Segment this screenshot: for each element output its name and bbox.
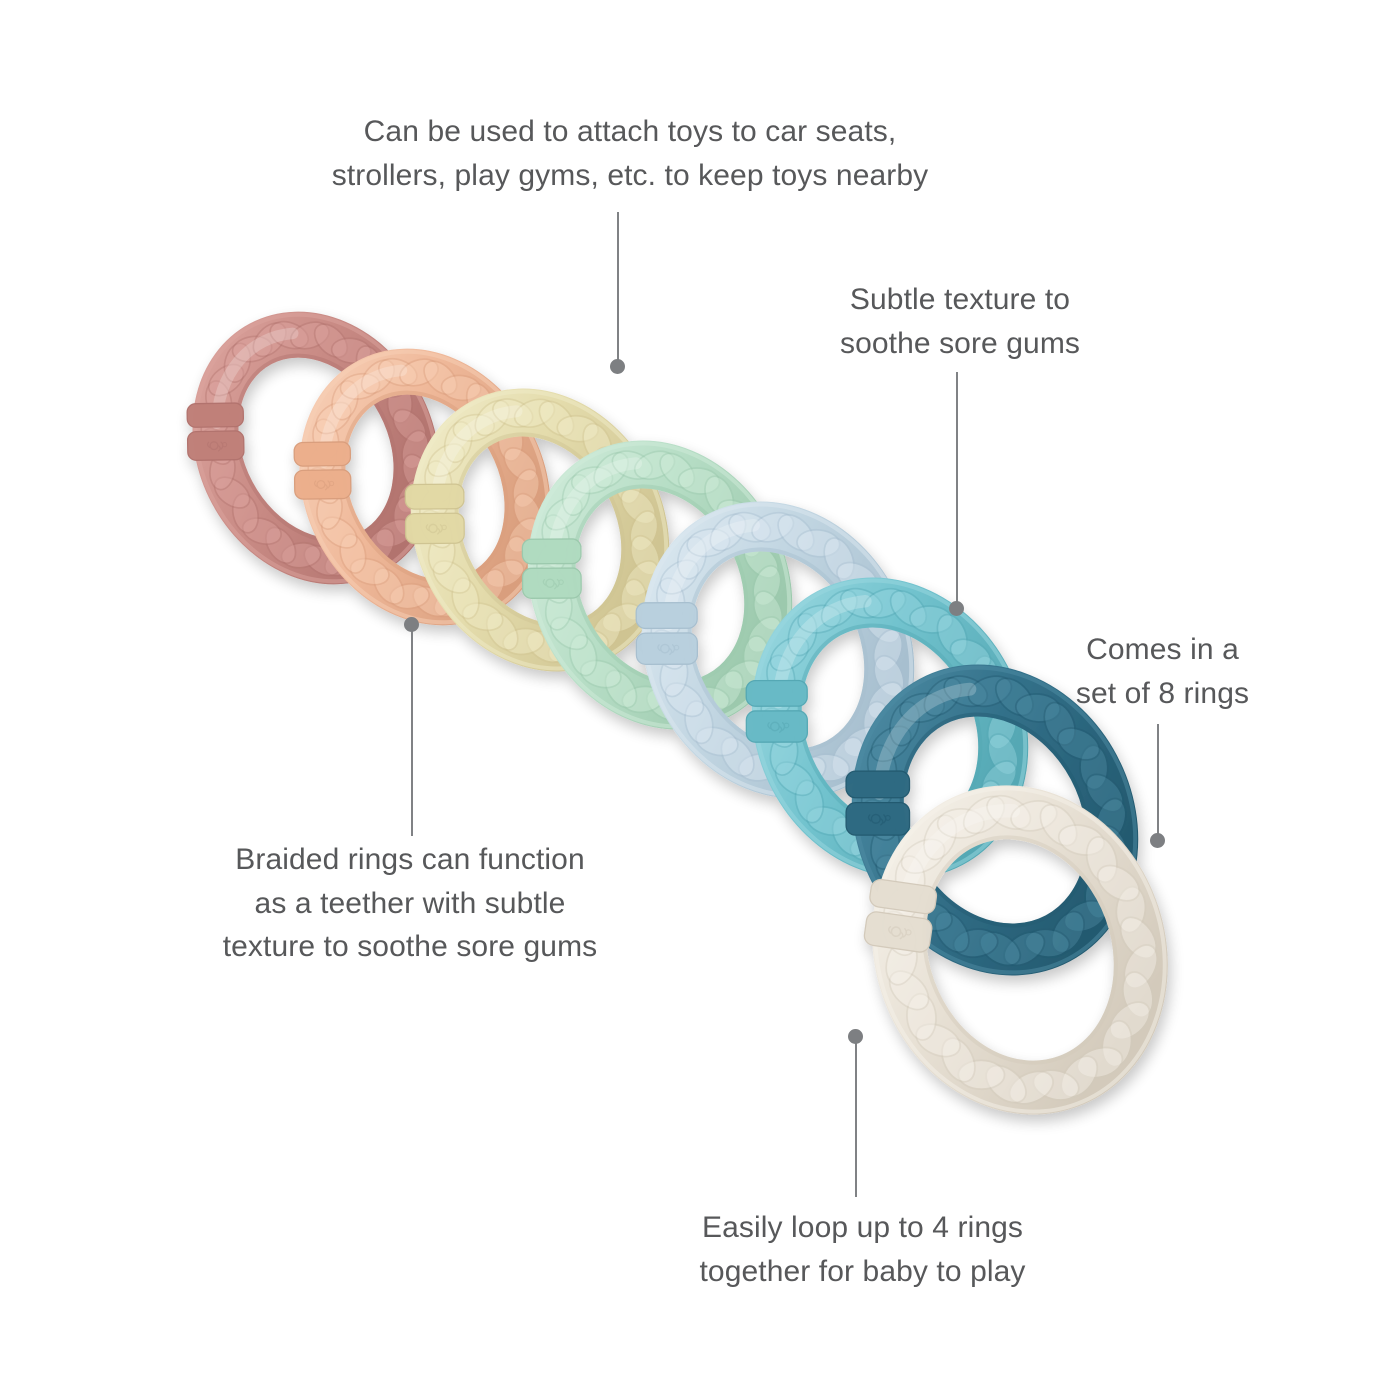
ring-clasp xyxy=(404,483,465,545)
clasp-emblem-icon xyxy=(313,479,335,491)
set-count-leader-line xyxy=(1157,724,1159,840)
clasp-emblem-icon xyxy=(542,578,564,590)
clasp-emblem-icon xyxy=(657,643,680,656)
clasp-emblem-icon xyxy=(888,925,912,940)
texture-leader-line xyxy=(956,372,958,608)
teether-leader-dot xyxy=(404,617,419,632)
ring-clasp xyxy=(521,538,582,599)
attach-leader-dot xyxy=(610,359,625,374)
caption-attach-toys: Can be used to attach toys to car seats,… xyxy=(331,115,929,192)
caption-braided-teether: Braided rings can function as a teether … xyxy=(222,843,598,963)
teether-leader-line xyxy=(411,631,413,836)
clasp-emblem-icon xyxy=(425,523,447,535)
clasp-emblem-icon xyxy=(767,721,790,733)
clasp-emblem-icon xyxy=(867,813,891,826)
ring-clasp xyxy=(635,601,699,666)
loop-leader-line xyxy=(855,1043,857,1197)
set-count-leader-dot xyxy=(1150,833,1165,848)
attach-leader-line xyxy=(617,212,619,366)
ring-clasp xyxy=(186,402,245,461)
texture-leader-dot xyxy=(949,601,964,616)
ring-clasp xyxy=(745,679,809,743)
teether-ring-8 xyxy=(863,785,1168,1115)
ring-clasp xyxy=(845,770,911,836)
caption-loop-rings: Easily loop up to 4 rings together for b… xyxy=(699,1211,1026,1288)
ring-clasp xyxy=(863,878,938,953)
clasp-emblem-icon xyxy=(206,441,228,452)
loop-leader-dot xyxy=(848,1029,863,1044)
caption-subtle-texture: Subtle texture to soothe sore gums xyxy=(839,283,1081,360)
ring-clasp xyxy=(293,441,352,500)
caption-set-of-8: Comes in a set of 8 rings xyxy=(1075,633,1250,710)
